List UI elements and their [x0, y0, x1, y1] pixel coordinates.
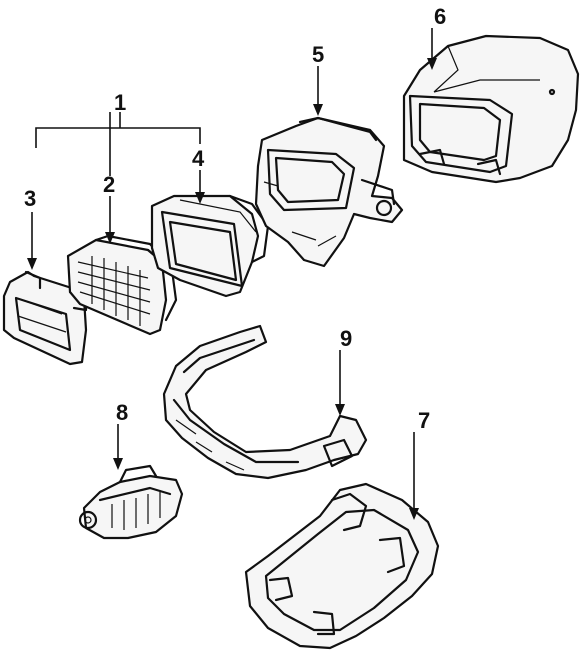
part-2-sealed-beam-lamp	[66, 234, 178, 336]
callout-9: 9	[340, 326, 352, 351]
callout-2: 2	[103, 172, 115, 197]
arrow-7-icon	[409, 508, 419, 520]
callout-8: 8	[116, 400, 128, 425]
part-6-headlamp-door	[402, 34, 580, 184]
callout-labels: 1 2 3 4 5 6 7 8 9	[24, 4, 446, 433]
callout-6: 6	[434, 4, 446, 29]
callout-1: 1	[114, 90, 126, 115]
leader-lines	[27, 28, 437, 520]
arrow-6-icon	[427, 58, 437, 70]
part-4-lamp-housing	[150, 194, 270, 298]
callout-3: 3	[24, 186, 36, 211]
callout-7: 7	[418, 408, 430, 433]
part-9-support-bracket	[162, 324, 368, 480]
callout-4: 4	[192, 146, 205, 171]
arrow-8-icon	[113, 458, 123, 470]
arrow-9-icon	[335, 404, 345, 416]
arrow-2-icon	[105, 232, 115, 244]
part-3-mounting-ring	[2, 270, 88, 366]
part-8-adjuster-assembly	[78, 464, 184, 540]
arrow-4-icon	[195, 192, 205, 204]
part-5-mounting-bracket	[254, 116, 404, 268]
arrow-5-icon	[313, 104, 323, 116]
part-7-lower-trim-ring	[244, 482, 440, 650]
callout-5: 5	[312, 42, 324, 67]
arrow-3-icon	[27, 258, 37, 270]
